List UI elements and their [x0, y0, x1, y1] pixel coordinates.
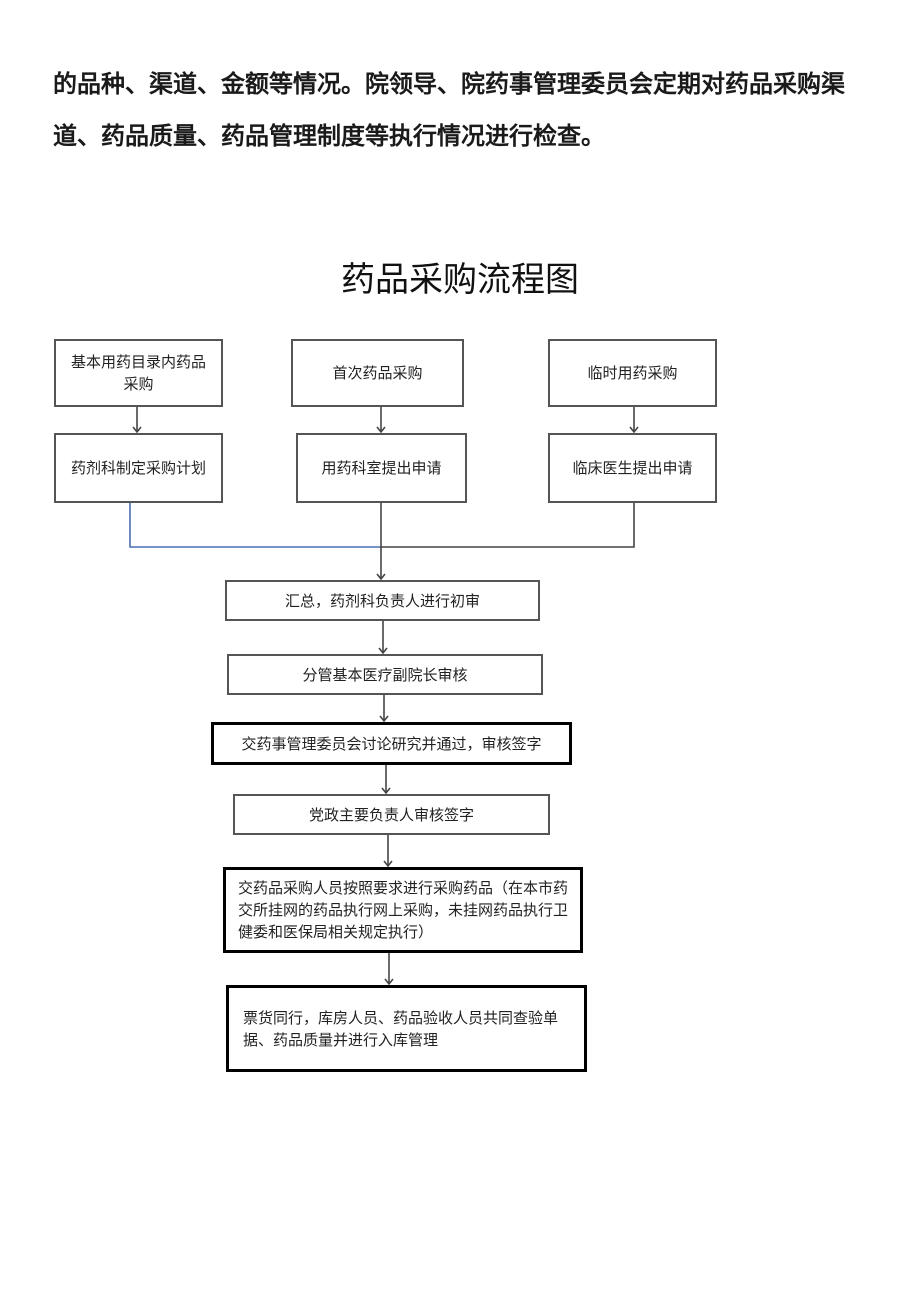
intro-paragraph: 的品种、渠道、金额等情况。院领导、院药事管理委员会定期对药品采购渠道、药品质量、…	[53, 70, 845, 150]
box-step-purchasing: 交药品采购人员按照要求进行采购药品（在本市药交所挂网的药品执行网上采购，未挂网药…	[223, 867, 583, 953]
box-essential-drugs-purchase: 基本用药目录内药品采购	[54, 339, 223, 407]
merge-line-right	[381, 503, 635, 548]
box-step-initial-review: 汇总，药剂科负责人进行初审	[225, 580, 540, 621]
merge-line-left	[129, 503, 381, 548]
box-step-warehouse-inspection: 票货同行，库房人员、药品验收人员共同查验单据、药品质量并进行入库管理	[226, 985, 587, 1072]
box-step-committee-approval: 交药事管理委员会讨论研究并通过，审核签字	[211, 722, 572, 765]
flowchart-title: 药品采购流程图	[341, 260, 579, 300]
box-department-application: 用药科室提出申请	[296, 433, 467, 503]
box-temporary-drug-purchase: 临时用药采购	[548, 339, 717, 407]
box-pharmacy-plan: 药剂科制定采购计划	[54, 433, 223, 503]
box-first-time-purchase: 首次药品采购	[291, 339, 464, 407]
box-step-party-leader-signature: 党政主要负责人审核签字	[233, 794, 550, 835]
box-step-vice-president-review: 分管基本医疗副院长审核	[227, 654, 543, 695]
box-clinician-application: 临床医生提出申请	[548, 433, 717, 503]
